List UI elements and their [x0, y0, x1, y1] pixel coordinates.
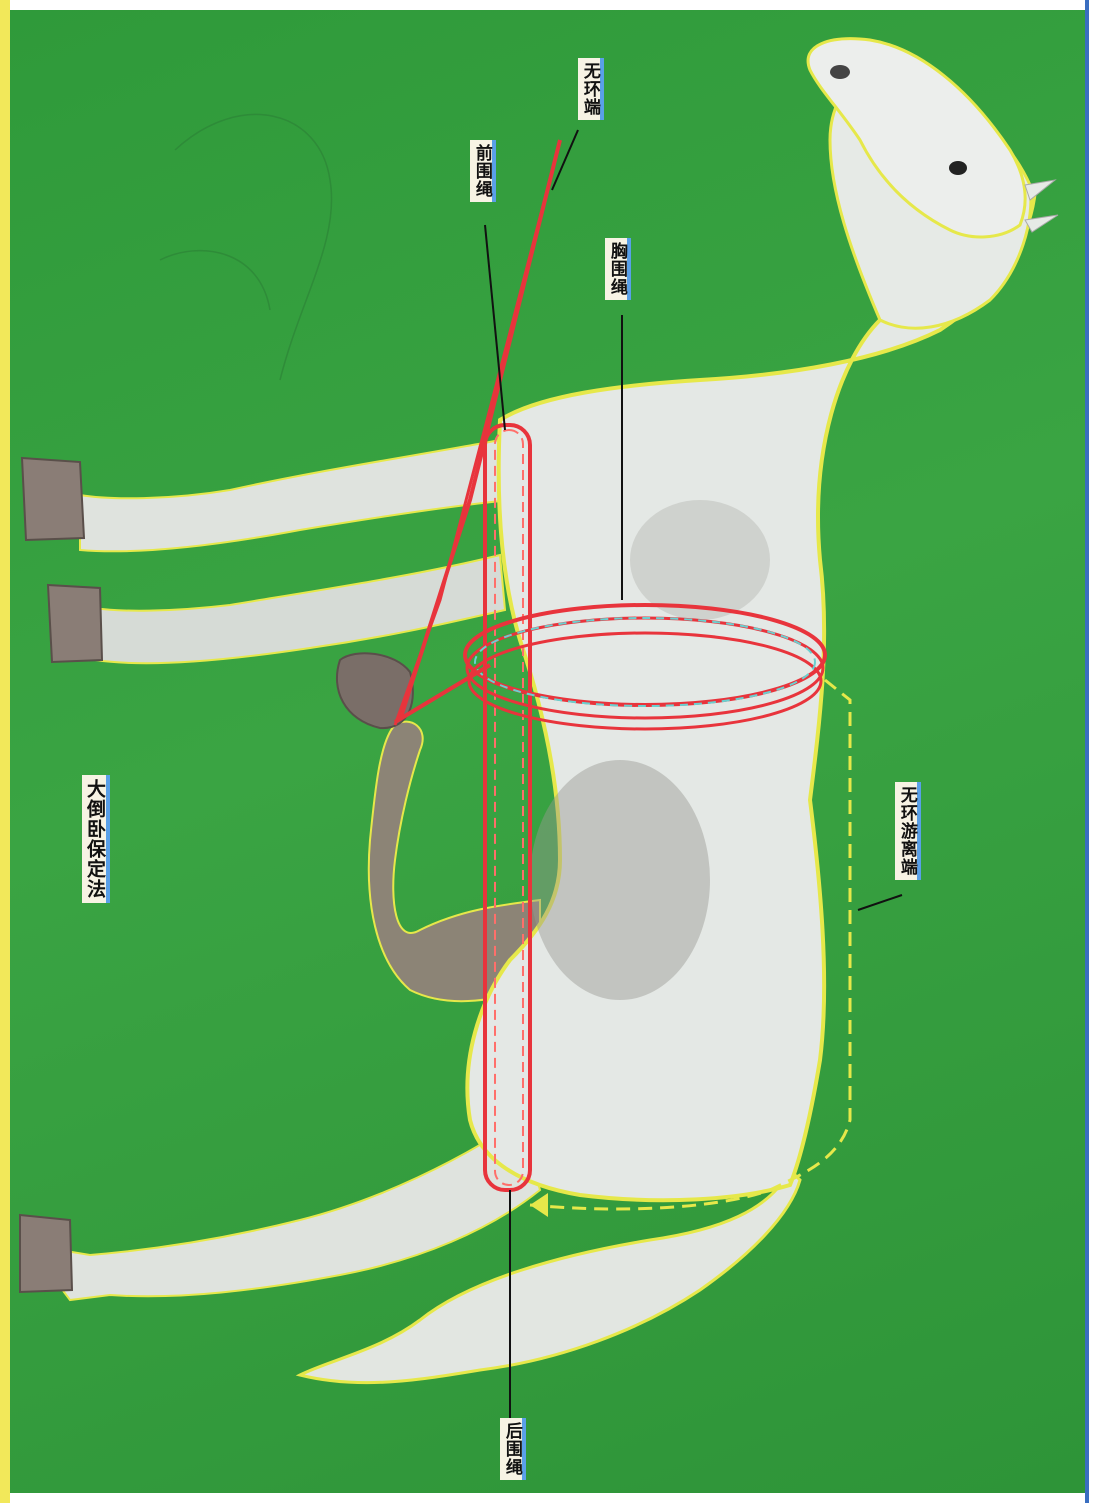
- label-free-end: 无环端: [578, 58, 604, 120]
- pencil-sketch: [160, 114, 332, 380]
- horse-body: [467, 180, 1035, 1200]
- rear-hoof: [20, 1215, 72, 1292]
- horse-nostril: [830, 65, 850, 79]
- horse-front-leg-upper: [80, 440, 510, 551]
- horse-eye: [949, 161, 967, 175]
- body-shading: [530, 760, 710, 1000]
- horse-front-leg-lower: [95, 555, 505, 663]
- body-shading-2: [630, 500, 770, 620]
- label-rear-girth: 后围绳: [500, 1418, 526, 1480]
- front-hoof-lower: [48, 585, 102, 662]
- horse-rear-leg: [40, 1120, 540, 1300]
- label-front-girth: 前围绳: [470, 140, 496, 202]
- diagram-title: 大倒卧保定法: [82, 775, 110, 903]
- front-hoof-upper: [22, 458, 84, 540]
- label-free-travel-end: 无环游离端: [895, 782, 921, 880]
- label-chest-girth: 胸围绳: [605, 238, 631, 300]
- leader-free-travel: [858, 895, 902, 910]
